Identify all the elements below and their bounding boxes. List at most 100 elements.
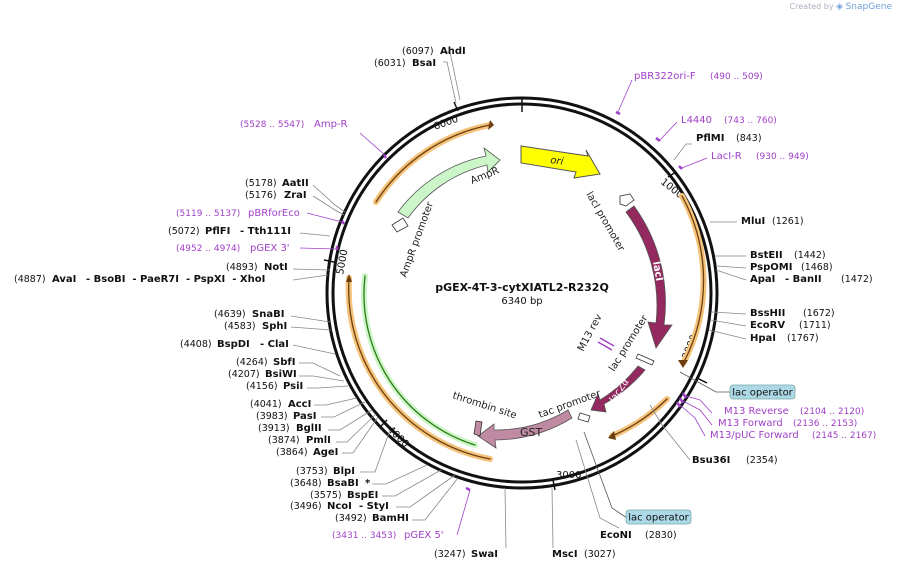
enzyme-pos: (3874): [268, 435, 300, 446]
enzyme-leader-lines: [290, 51, 747, 549]
m13-rev-label: M13 rev: [576, 312, 605, 353]
tick-5000: 5000: [335, 249, 350, 276]
enzyme-pos: (3496): [290, 501, 322, 512]
enzyme-pos: (3753): [296, 466, 328, 477]
primer-m13-forward: M13 Forward: [718, 418, 783, 429]
enzyme-name: PflMI: [696, 133, 724, 144]
feature-gst[interactable]: GST: [477, 409, 573, 449]
enzyme-name: PspOMI: [750, 262, 792, 273]
enzyme-name: BamHI: [372, 513, 409, 524]
enzyme-extra: - ClaI: [260, 339, 289, 350]
operator-leader-lines: [583, 371, 730, 519]
enzyme-pos: (3575): [310, 490, 342, 501]
enzyme-pos: (6031): [374, 58, 406, 69]
enzyme-extra: *: [365, 478, 371, 489]
enzyme-name: BsaI: [412, 58, 436, 69]
enzyme-pos: (3864): [276, 447, 308, 458]
primer-leader-lines: [299, 79, 713, 536]
feature-m13-rev: M13 rev: [576, 312, 615, 353]
enzyme-name: PflFI: [205, 226, 230, 237]
enzyme-name: BlpI: [333, 466, 355, 477]
primer-pgex5: pGEX 5': [404, 530, 444, 541]
enzyme-pos: (2354): [746, 455, 778, 466]
enzyme-name: BspEI: [347, 490, 378, 501]
primer-pgex5-range: (3431 .. 3453): [332, 531, 396, 541]
enzyme-name: SnaBI: [252, 309, 284, 320]
enzyme-pos: (3247): [434, 549, 466, 560]
enzyme-labels-right: PflMI (843) MluI (1261) BstEII (1442) Ps…: [552, 133, 873, 560]
enzyme-name: SwaI: [471, 549, 498, 560]
enzyme-pos: (1468): [801, 262, 833, 273]
primer-m13-puc-forward: M13/pUC Forward: [710, 430, 799, 441]
enzyme-pos: (6097): [402, 46, 434, 57]
enzyme-pos: (3983): [256, 411, 288, 422]
primer-amp-r-range: (5528 .. 5547): [240, 120, 304, 130]
enzyme-pos: (3027): [584, 549, 616, 560]
feature-gst-label: GST: [520, 426, 543, 439]
enzyme-pos: (5072): [168, 226, 200, 237]
enzyme-extra: - Tth111I: [240, 226, 291, 237]
enzyme-name: AvaI: [52, 274, 76, 285]
enzyme-pos: (2830): [645, 530, 677, 541]
plasmid-size: 6340 bp: [501, 296, 542, 307]
enzyme-name: BstEII: [750, 250, 783, 261]
enzyme-pos: (4893): [226, 262, 258, 273]
thrombin-site-label: thrombin site: [451, 390, 518, 421]
enzyme-name: AgeI: [313, 447, 338, 458]
primer-pbr322ori-f-range: (490 .. 509): [710, 72, 763, 82]
enzyme-name: BglII: [296, 423, 322, 434]
enzyme-labels-left: (6097) AhdI (6031) BsaI (5178) AatII (51…: [14, 46, 498, 560]
enzyme-extra: - StyI: [359, 501, 389, 512]
enzyme-pos: (4408): [180, 339, 212, 350]
enzyme-pos: (4583): [224, 321, 256, 332]
primer-marks: [335, 110, 688, 492]
enzyme-pos: (4207): [228, 369, 260, 380]
lac-operator-box-2: lac operator: [625, 509, 692, 525]
enzyme-pos: (3913): [258, 423, 290, 434]
enzyme-extra: - BanII: [785, 274, 822, 285]
enzyme-name: ApaI: [750, 274, 775, 285]
enzyme-pos: (4041): [250, 399, 282, 410]
enzyme-name: AhdI: [440, 46, 466, 57]
primer-m13-reverse: M13 Reverse: [724, 406, 789, 417]
tick-3000: 3000: [556, 470, 581, 481]
enzyme-name: AccI: [288, 399, 311, 410]
enzyme-name: MscI: [552, 549, 578, 560]
enzyme-pos: (1711): [799, 320, 831, 331]
enzyme-pos: (1261): [772, 216, 804, 227]
snapgene-credit: Created by ◈ SnapGene: [790, 2, 892, 12]
enzyme-name: PsiI: [283, 381, 303, 392]
feature-lacza[interactable]: lacZα: [590, 365, 646, 413]
enzyme-name: PasI: [293, 411, 316, 422]
enzyme-pos: (1767): [787, 333, 819, 344]
feature-laci[interactable]: lacI: [625, 205, 673, 349]
enzyme-pos: (4887): [14, 274, 46, 285]
feature-laci-label: lacI: [650, 261, 664, 282]
primer-laci-r-range: (930 .. 949): [756, 152, 809, 162]
enzyme-name: BssHII: [750, 308, 785, 319]
feature-lacza-label: lacZα: [607, 377, 631, 405]
enzyme-name: Bsu36I: [692, 455, 730, 466]
enzyme-pos: (5178): [245, 178, 277, 189]
enzyme-name: MluI: [741, 216, 765, 227]
credit-brand: SnapGene: [845, 2, 892, 12]
lac-operator-label-2: lac operator: [628, 513, 689, 524]
primer-l4440-range: (743 .. 760): [724, 116, 777, 126]
enzyme-pos: (1672): [803, 308, 835, 319]
primer-pgex3: pGEX 3': [250, 243, 290, 254]
primer-labels: pBR322ori-F (490 .. 509) L4440 (743 .. 7…: [176, 71, 876, 541]
enzyme-name: BsiWI: [265, 369, 297, 380]
tick-marks: [323, 98, 708, 491]
lac-promoter-label: lac promoter: [607, 313, 651, 374]
enzyme-name: PmlI: [306, 435, 331, 446]
enzyme-name: EcoRV: [750, 320, 785, 331]
enzyme-pos: (1472): [841, 274, 873, 285]
feature-ori-label: ori: [550, 155, 565, 168]
enzyme-pos: (4156): [246, 381, 278, 392]
feature-ori[interactable]: ori: [520, 145, 601, 179]
enzyme-pos: (3648): [290, 478, 322, 489]
primer-amp-r: Amp-R: [314, 119, 348, 130]
enzyme-pos: (4639): [214, 309, 246, 320]
enzyme-pos: (5176): [245, 190, 277, 201]
enzyme-pos: (3492): [335, 513, 367, 524]
